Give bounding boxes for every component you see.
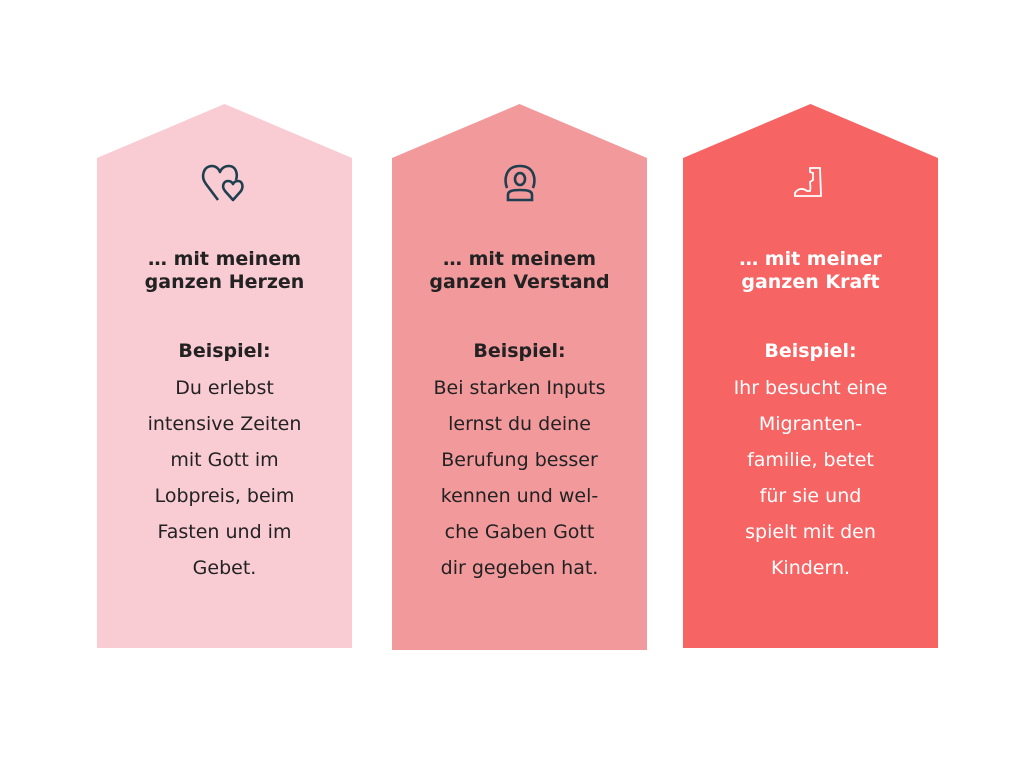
body-line: mit Gott im	[170, 449, 279, 471]
body-line: Lobpreis, beim	[154, 485, 295, 507]
body-line: dir gegeben hat.	[440, 557, 599, 579]
flexed-arm-icon	[683, 160, 938, 204]
body-line: intensive Zeiten	[147, 413, 302, 435]
card-title-line: ganzen Kraft	[741, 271, 880, 293]
body-line: Ihr besucht eine	[733, 377, 888, 399]
body-line: Kindern.	[770, 557, 851, 579]
body-line: spielt mit den	[745, 521, 876, 543]
body-line: Bei starken Inputs	[433, 377, 606, 399]
body-line: che Gaben Gott	[444, 521, 595, 543]
hearts-icon	[97, 160, 352, 204]
card-title-line: ganzen Herzen	[144, 271, 305, 293]
example-label: Beispiel:	[764, 340, 857, 362]
card-title-line: … mit meinem	[147, 248, 302, 270]
body-line: lernst du deine	[448, 413, 591, 435]
card-title-line: ganzen Verstand	[429, 271, 610, 293]
body-line: Du erlebst	[175, 377, 274, 399]
example-label: Beispiel:	[178, 340, 271, 362]
body-line: familie, betet	[747, 449, 874, 471]
example-label: Beispiel:	[473, 340, 566, 362]
body-line: für sie und	[759, 485, 862, 507]
body-line: Fasten und im	[157, 521, 292, 543]
body-line: Gebet.	[192, 557, 257, 579]
card-title-line: … mit meinem	[442, 248, 597, 270]
person-icon	[392, 160, 647, 204]
card-title-line: … mit meiner	[739, 248, 882, 270]
body-line: kennen und wel-	[440, 485, 599, 507]
body-line: Migranten-	[758, 413, 863, 435]
body-line: Berufung besser	[441, 449, 598, 471]
